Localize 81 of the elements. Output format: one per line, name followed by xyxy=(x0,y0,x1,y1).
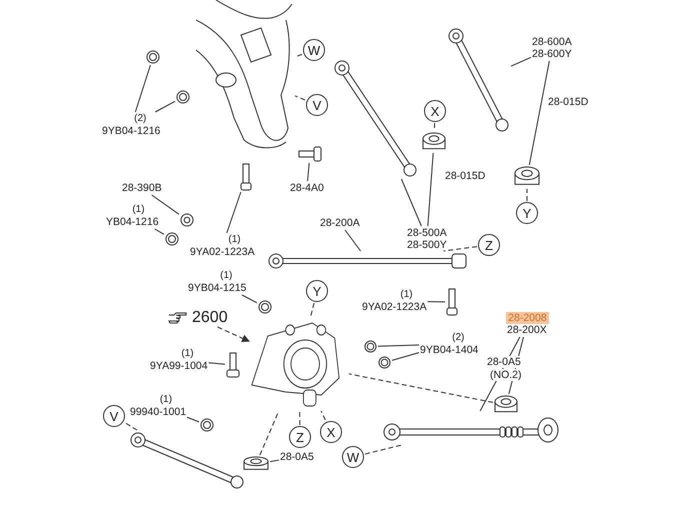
part-number: 28-0A5 xyxy=(280,451,314,463)
leader-line xyxy=(427,152,434,226)
leader-line xyxy=(378,344,420,347)
control-arm-drawing xyxy=(448,28,510,133)
dashed-guide-line xyxy=(364,444,402,455)
leader-line xyxy=(242,294,258,304)
leader-line xyxy=(186,416,200,422)
bushing-drawing xyxy=(422,132,446,152)
bushing-drawing xyxy=(494,395,518,415)
leader-line xyxy=(208,362,226,365)
dashed-guide-line xyxy=(259,410,280,456)
part-number: 9YA02-1223A xyxy=(362,301,427,313)
part-number: YB04-1216 xyxy=(106,216,159,228)
dashed-guide-line xyxy=(310,302,315,318)
part-number: 9YB04-1215 xyxy=(188,282,246,294)
bolt-drawing xyxy=(446,288,458,316)
part-number: 28-4A0 xyxy=(290,182,324,194)
part-number: 2600 xyxy=(192,310,228,326)
part-number: 28-600Y xyxy=(532,48,572,60)
bushing-drawing xyxy=(243,456,269,472)
dashed-guide-line xyxy=(294,54,302,58)
dashed-guide-line xyxy=(126,422,139,432)
leader-line xyxy=(344,230,362,252)
lateral-link-drawing xyxy=(268,252,468,270)
quantity-label: (2) xyxy=(452,332,466,344)
nut-drawing xyxy=(200,418,214,432)
part-number: 28-015D xyxy=(548,96,588,108)
leader-line xyxy=(392,352,420,361)
nut-drawing xyxy=(165,232,179,246)
part-number: 28-390B xyxy=(122,182,162,194)
part-number: (NO.2) xyxy=(490,369,522,381)
nut-drawing xyxy=(176,90,190,104)
part-number: 28-200X xyxy=(506,324,548,336)
control-arm-drawing xyxy=(130,432,245,490)
leader-line xyxy=(510,56,532,67)
part-number: 9YB04-1404 xyxy=(420,344,478,356)
quantity-label: (1) xyxy=(220,270,234,282)
leader-line xyxy=(427,301,446,302)
leader-line xyxy=(151,194,180,215)
part-number: 28-500A xyxy=(407,227,447,239)
quantity-label: (2) xyxy=(134,113,148,125)
washer-drawing xyxy=(180,213,194,227)
part-number: 28-600A xyxy=(532,36,572,48)
leader-line xyxy=(307,162,310,182)
part-number: 28-0A5 xyxy=(487,356,521,368)
quantity-label: (1) xyxy=(228,234,242,246)
dashed-guide-line xyxy=(348,373,494,403)
part-number: 9YA99-1004 xyxy=(150,360,208,372)
nut-drawing xyxy=(258,300,272,314)
nut-drawing xyxy=(378,356,391,369)
part-number: 28-200A xyxy=(320,217,360,229)
bushing-drawing xyxy=(514,166,540,188)
control-arm-drawing xyxy=(334,60,418,178)
leader-line xyxy=(226,192,242,234)
nut-drawing xyxy=(146,50,160,64)
part-number: 99940-1001 xyxy=(130,406,186,418)
bolt-drawing xyxy=(240,163,252,191)
dashed-guide-line xyxy=(320,410,326,420)
leader-line xyxy=(270,460,280,462)
dashed-guide-line xyxy=(443,246,478,252)
dashed-guide-line xyxy=(217,326,250,342)
nut-drawing xyxy=(364,340,377,353)
leader-line xyxy=(154,100,176,112)
bolt-drawing xyxy=(226,352,240,378)
dashed-guide-line xyxy=(299,410,300,426)
leader-line xyxy=(400,178,422,226)
part-number: 9YA02-1223A xyxy=(190,246,255,258)
quantity-label: (1) xyxy=(160,394,174,406)
dashed-guide-line xyxy=(526,188,528,202)
part-number: 28-2008 xyxy=(506,312,549,324)
part-number: 28-015D xyxy=(445,170,486,182)
bolt-drawing xyxy=(298,146,322,162)
dashed-guide-line xyxy=(294,95,306,100)
part-number: 28-500Y xyxy=(407,239,447,251)
leader-line xyxy=(134,64,151,112)
leader-line xyxy=(154,228,164,235)
quantity-label: (1) xyxy=(400,289,414,301)
quantity-label: (1) xyxy=(132,204,146,216)
crossmember-drawing xyxy=(196,0,294,150)
part-number: 9YB04-1216 xyxy=(102,125,160,137)
quantity-label: (1) xyxy=(181,348,195,360)
